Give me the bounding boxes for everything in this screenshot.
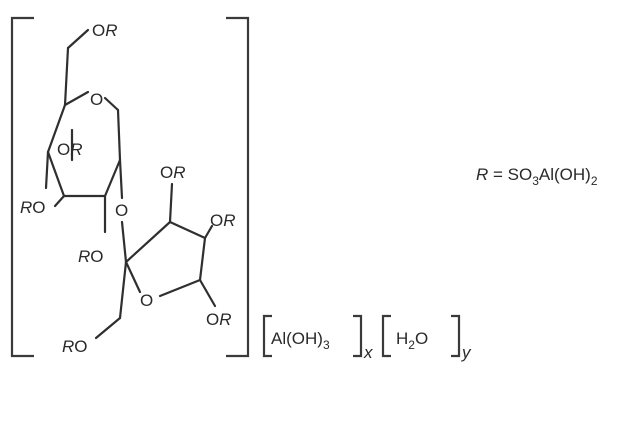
aloh-bracket-left: [262, 314, 272, 358]
water-bracket-left: [381, 314, 391, 358]
aloh-formula: Al(OH)3: [271, 329, 330, 352]
label-ring-o-fructose: O: [140, 291, 153, 310]
label-fructose-c4-or: OR: [210, 211, 236, 230]
water-bracket-right: [451, 314, 461, 358]
glycosidic-bond: [120, 220, 128, 264]
label-fructose-c3-or: OR: [160, 163, 186, 182]
water-group: H2O y: [381, 314, 472, 362]
atom-labels: OR O OR RO O RO OR OR O OR RO: [20, 21, 236, 356]
label-fructose-c1-ro: RO: [62, 337, 88, 356]
main-bracket-right: [226, 16, 250, 358]
label-glycosidic-o: O: [115, 201, 128, 220]
label-c4-ro: RO: [20, 198, 46, 217]
aloh-count: x: [363, 343, 373, 362]
water-count: y: [461, 343, 472, 362]
aloh-bracket-right: [353, 314, 363, 358]
label-fructose-c6-or: OR: [206, 310, 232, 329]
label-c6-or: OR: [92, 21, 118, 40]
label-c2-or: OR: [57, 140, 83, 159]
water-formula: H2O: [396, 329, 428, 352]
main-bracket-left: [10, 16, 34, 358]
r-definition: R = SO3Al(OH)2: [476, 165, 598, 188]
label-ring-o-glucose: O: [90, 90, 103, 109]
label-c3-ro: RO: [78, 247, 104, 266]
pyranose-ring: [44, 28, 124, 234]
furanose-ring: [94, 182, 217, 340]
aluminium-hydroxide-group: Al(OH)3 x: [262, 314, 373, 362]
